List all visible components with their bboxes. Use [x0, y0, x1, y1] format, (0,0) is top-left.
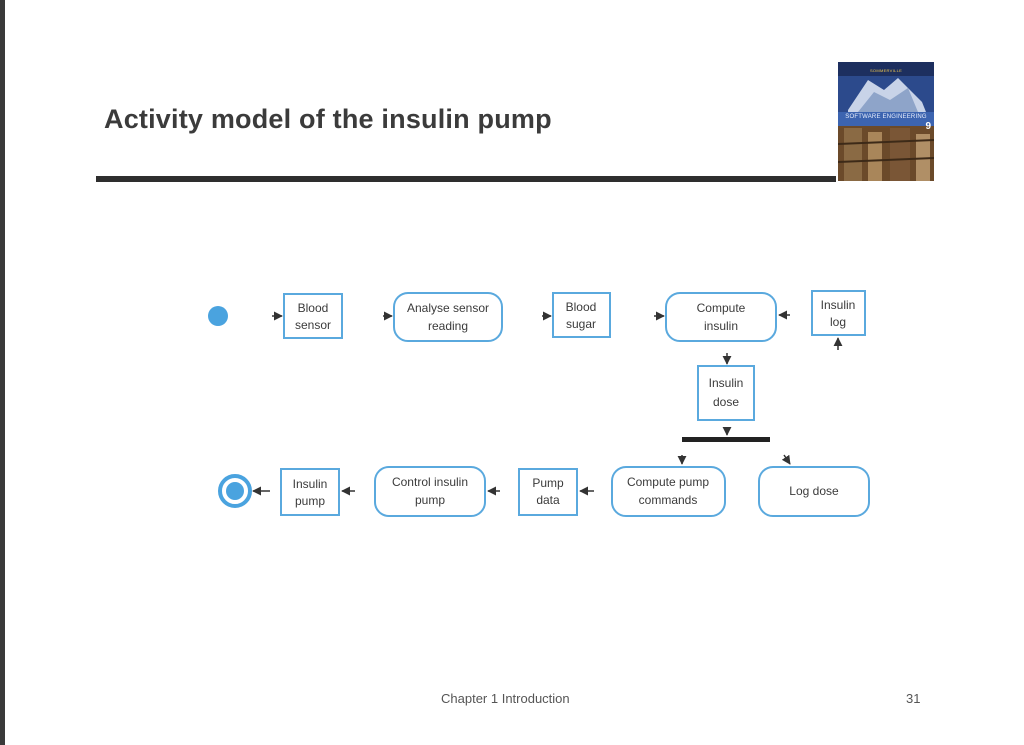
- compute-pump-commands-line-1: Compute pump: [627, 475, 709, 489]
- log-dose-label: Log dose: [789, 484, 839, 498]
- data-node-insulin-dose: Insulin dose: [697, 365, 755, 421]
- control-insulin-pump-line-1: Control insulin: [392, 475, 468, 489]
- book-cover-art: [838, 62, 934, 181]
- compute-insulin-line-1: Compute: [697, 301, 746, 315]
- compute-pump-commands-line-2: commands: [639, 493, 698, 507]
- insulin-log-line-1: Insulin: [821, 298, 856, 312]
- compute-insulin-line-2: insulin: [704, 319, 738, 333]
- analyse-sensor-reading-line-1: Analyse sensor: [407, 301, 489, 315]
- data-node-insulin-pump: Insulin pump: [280, 468, 340, 516]
- data-node-blood-sensor: Blood sensor: [283, 293, 343, 339]
- insulin-dose-line-1: Insulin: [709, 376, 744, 390]
- pump-data-line-1: Pump: [532, 476, 564, 490]
- slide-left-border: [0, 0, 5, 745]
- data-node-blood-sugar: Blood sugar: [552, 292, 611, 338]
- blood-sensor-line-2: sensor: [295, 318, 331, 332]
- flow-fork-to-log-dose: [781, 454, 791, 465]
- slide-title: Activity model of the insulin pump: [104, 104, 552, 134]
- activity-analyse-sensor-reading: Analyse sensor reading: [393, 292, 503, 342]
- cover-edition: 9: [925, 121, 931, 132]
- pump-data-line-2: data: [536, 493, 560, 507]
- insulin-pump-line-2: pump: [295, 494, 325, 508]
- activity-control-insulin-pump: Control insulin pump: [374, 466, 486, 517]
- title-rule: [96, 176, 836, 182]
- activity-compute-insulin: Compute insulin: [665, 292, 777, 342]
- fork-bar: [682, 437, 770, 442]
- blood-sugar-line-2: sugar: [566, 317, 596, 331]
- start-node: [208, 306, 228, 326]
- page-number: 31: [906, 691, 921, 706]
- cover-title: SOFTWARE ENGINEERING: [845, 114, 927, 120]
- insulin-dose-line-2: dose: [713, 395, 739, 409]
- cover-author: SOMMERVILLE: [869, 68, 903, 73]
- data-node-pump-data: Pump data: [518, 468, 578, 516]
- blood-sensor-line-1: Blood: [298, 301, 329, 315]
- activity-compute-pump-commands: Compute pump commands: [611, 466, 726, 517]
- insulin-pump-line-1: Insulin: [293, 477, 328, 491]
- control-insulin-pump-line-2: pump: [415, 493, 445, 507]
- activity-log-dose: Log dose: [758, 466, 870, 517]
- book-cover-image: SOMMERVILLE SOFTWARE ENGINEERING 9: [838, 62, 934, 181]
- insulin-log-line-2: log: [830, 315, 846, 329]
- analyse-sensor-reading-line-2: reading: [428, 319, 468, 333]
- footer-chapter: Chapter 1 Introduction: [441, 691, 570, 706]
- end-node: [218, 474, 252, 508]
- data-node-insulin-log: Insulin log: [811, 290, 866, 336]
- blood-sugar-line-1: Blood: [566, 300, 597, 314]
